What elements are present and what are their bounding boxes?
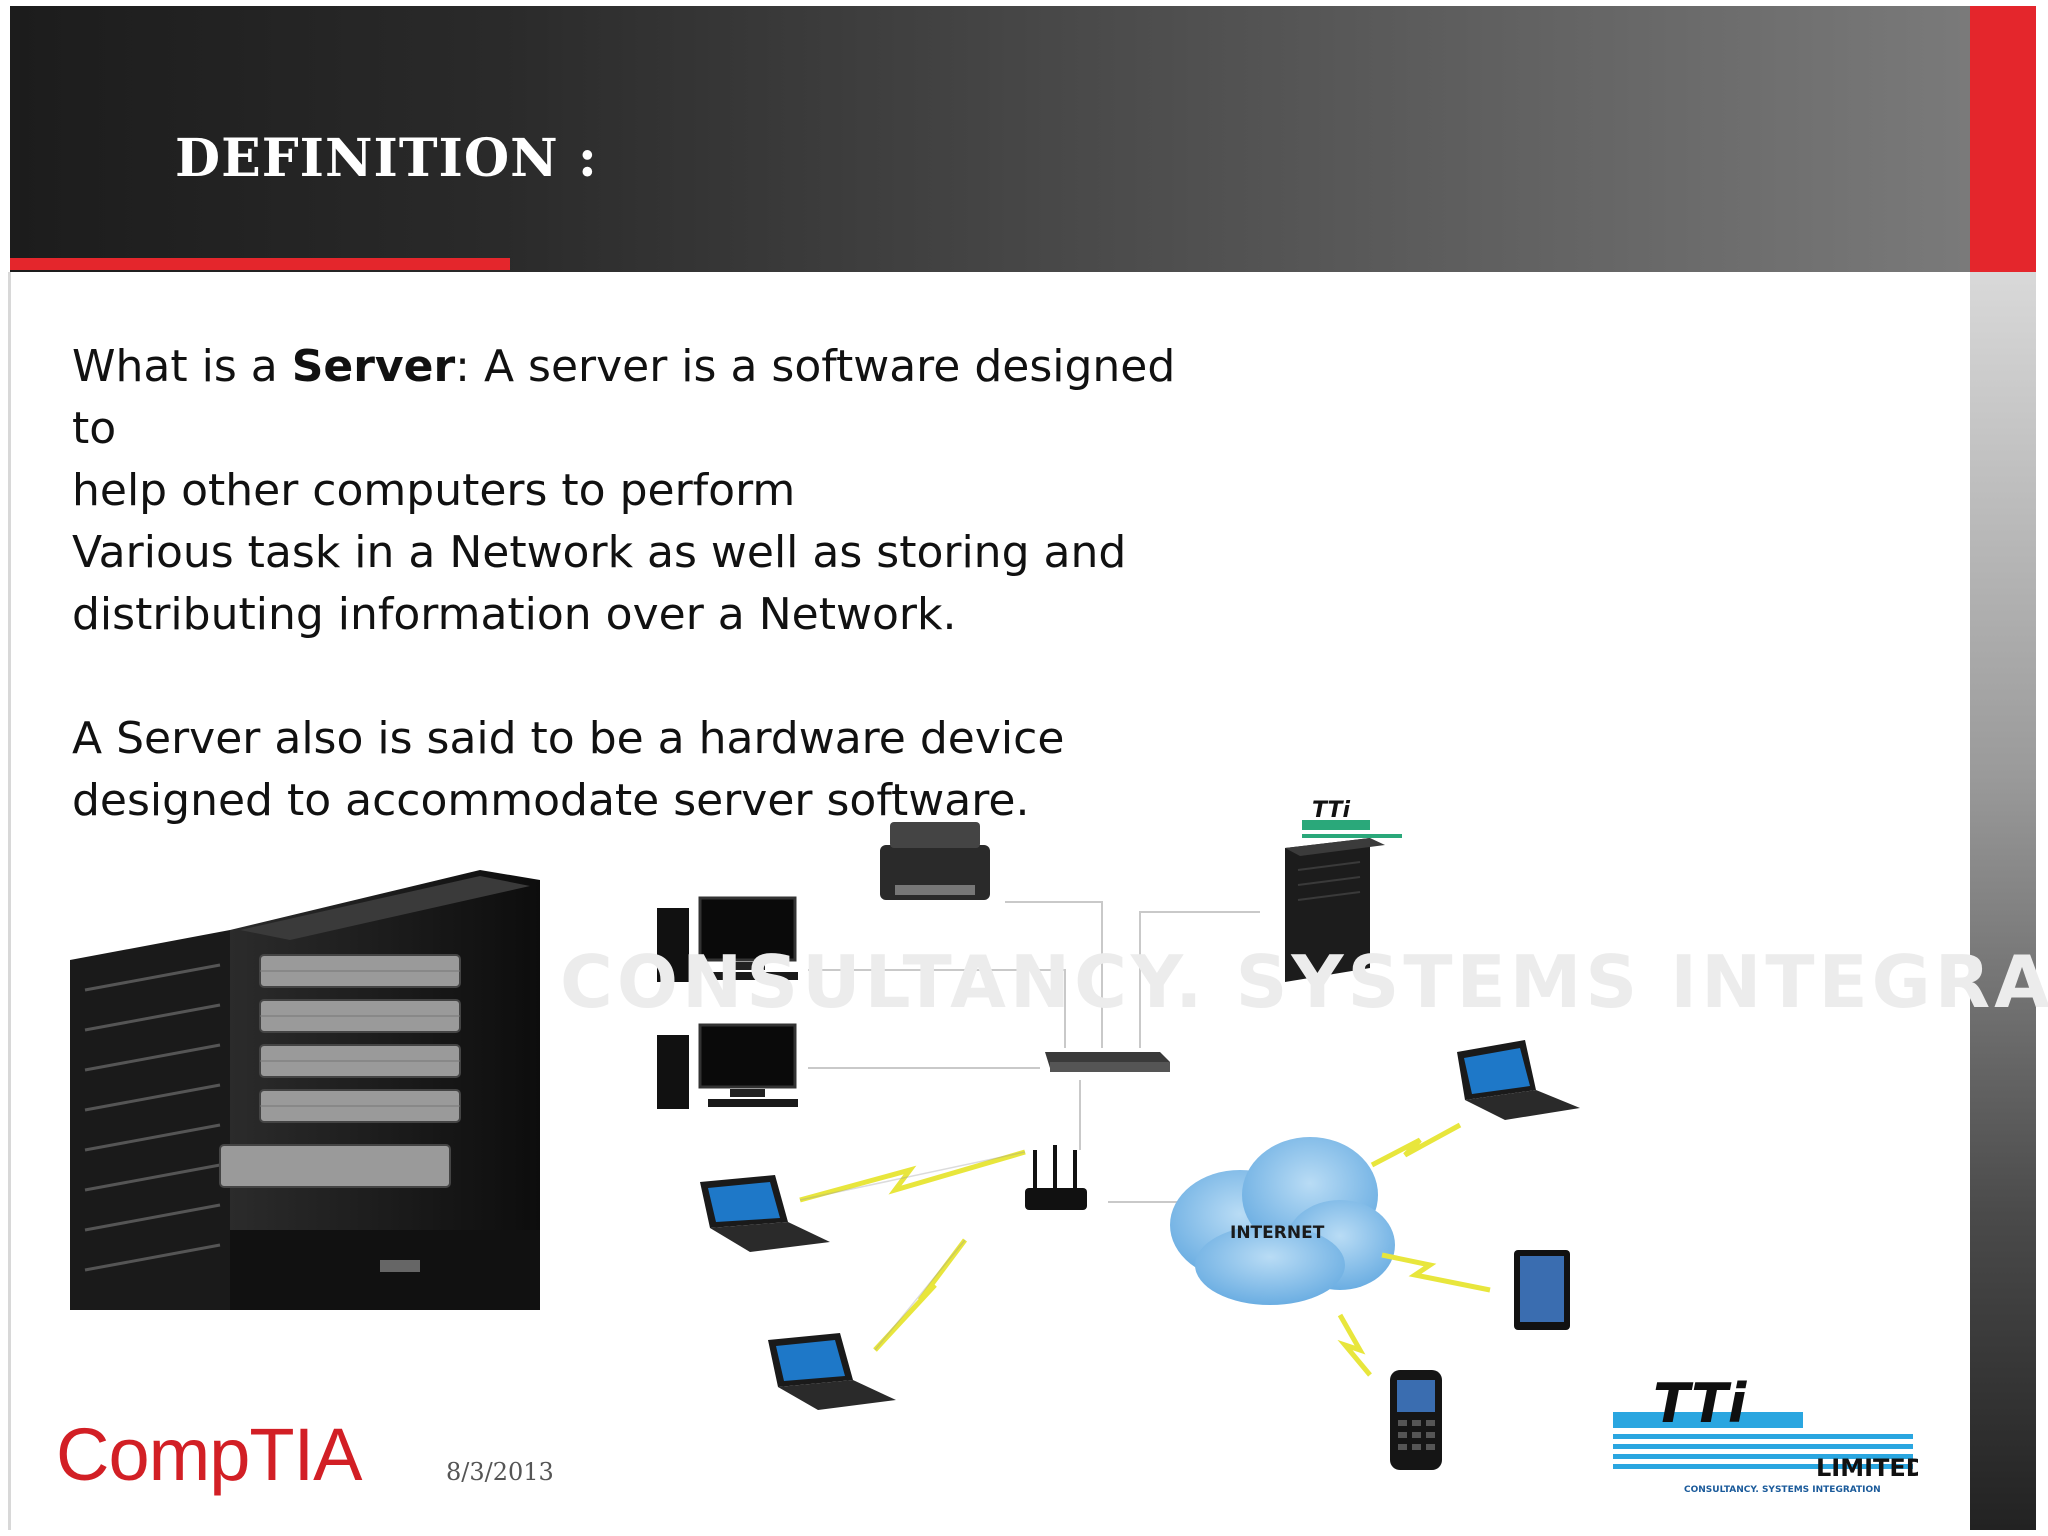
- network-diagram: TTi: [70, 798, 1580, 1470]
- title-accent-stripe: [10, 258, 510, 270]
- small-tti-logo-text: TTi: [1312, 798, 1351, 823]
- internet-label: INTERNET: [1230, 1223, 1325, 1243]
- slide-date: 8/3/2013: [446, 1458, 554, 1486]
- wireless-signal-outline: [799, 1151, 1026, 1351]
- text-bold-term: Server: [291, 341, 456, 392]
- laptop-icon: [768, 1333, 896, 1410]
- network-cables: [808, 901, 1260, 1203]
- background-watermark: CONSULTANCY. SYSTEMS INTEGRATION: [560, 940, 2048, 1024]
- comptia-logo: CompTIA: [56, 1413, 363, 1496]
- smartphone-icon: [1390, 1370, 1442, 1470]
- title-bar: [10, 6, 1970, 272]
- desktop-computer-icon: [657, 896, 798, 982]
- definition-line-2: help other computers to perform: [72, 465, 796, 516]
- desktop-computer-icon: [657, 1023, 798, 1109]
- text-prefix: What is a: [72, 341, 292, 392]
- wireless-router-icon: [1025, 1145, 1087, 1210]
- left-edge-line: [8, 272, 11, 1530]
- small-tti-logo: TTi: [1302, 798, 1402, 838]
- hardware-line-2: designed to accommodate server software.: [72, 775, 1030, 826]
- printer-icon: [880, 822, 990, 900]
- tti-limited-logo: TTi LIMITED CONSULTANCY. SYSTEMS INTEGRA…: [1613, 1380, 1918, 1495]
- internet-cloud-icon: INTERNET: [1170, 1137, 1395, 1305]
- right-red-bar: [1970, 6, 2036, 272]
- tti-logo-text: TTi: [1653, 1380, 1748, 1435]
- laptop-icon: [1457, 1040, 1580, 1120]
- server-tower-icon: [1285, 838, 1385, 982]
- definition-text: What is a Server: A server is a software…: [72, 336, 1192, 832]
- slide-title: DEFINITION :: [175, 128, 598, 189]
- network-switch-icon: [1045, 1052, 1170, 1072]
- tti-limited-text: LIMITED: [1816, 1454, 1918, 1482]
- server-cabinet-image: [70, 870, 540, 1310]
- text-rest: : A server is a software designed to: [72, 341, 1176, 454]
- tablet-icon: [1514, 1250, 1570, 1330]
- wireless-signals: [799, 1122, 1491, 1377]
- right-grey-bar: [1970, 272, 2036, 1530]
- definition-line-1: What is a Server: A server is a software…: [72, 336, 1192, 460]
- laptop-icon: [700, 1175, 830, 1252]
- definition-line-3: Various task in a Network as well as sto…: [72, 527, 1127, 578]
- tti-tagline-text: CONSULTANCY. SYSTEMS INTEGRATION: [1684, 1485, 1881, 1495]
- hardware-line-1: A Server also is said to be a hardware d…: [72, 713, 1065, 764]
- definition-line-4: distributing information over a Network.: [72, 589, 957, 640]
